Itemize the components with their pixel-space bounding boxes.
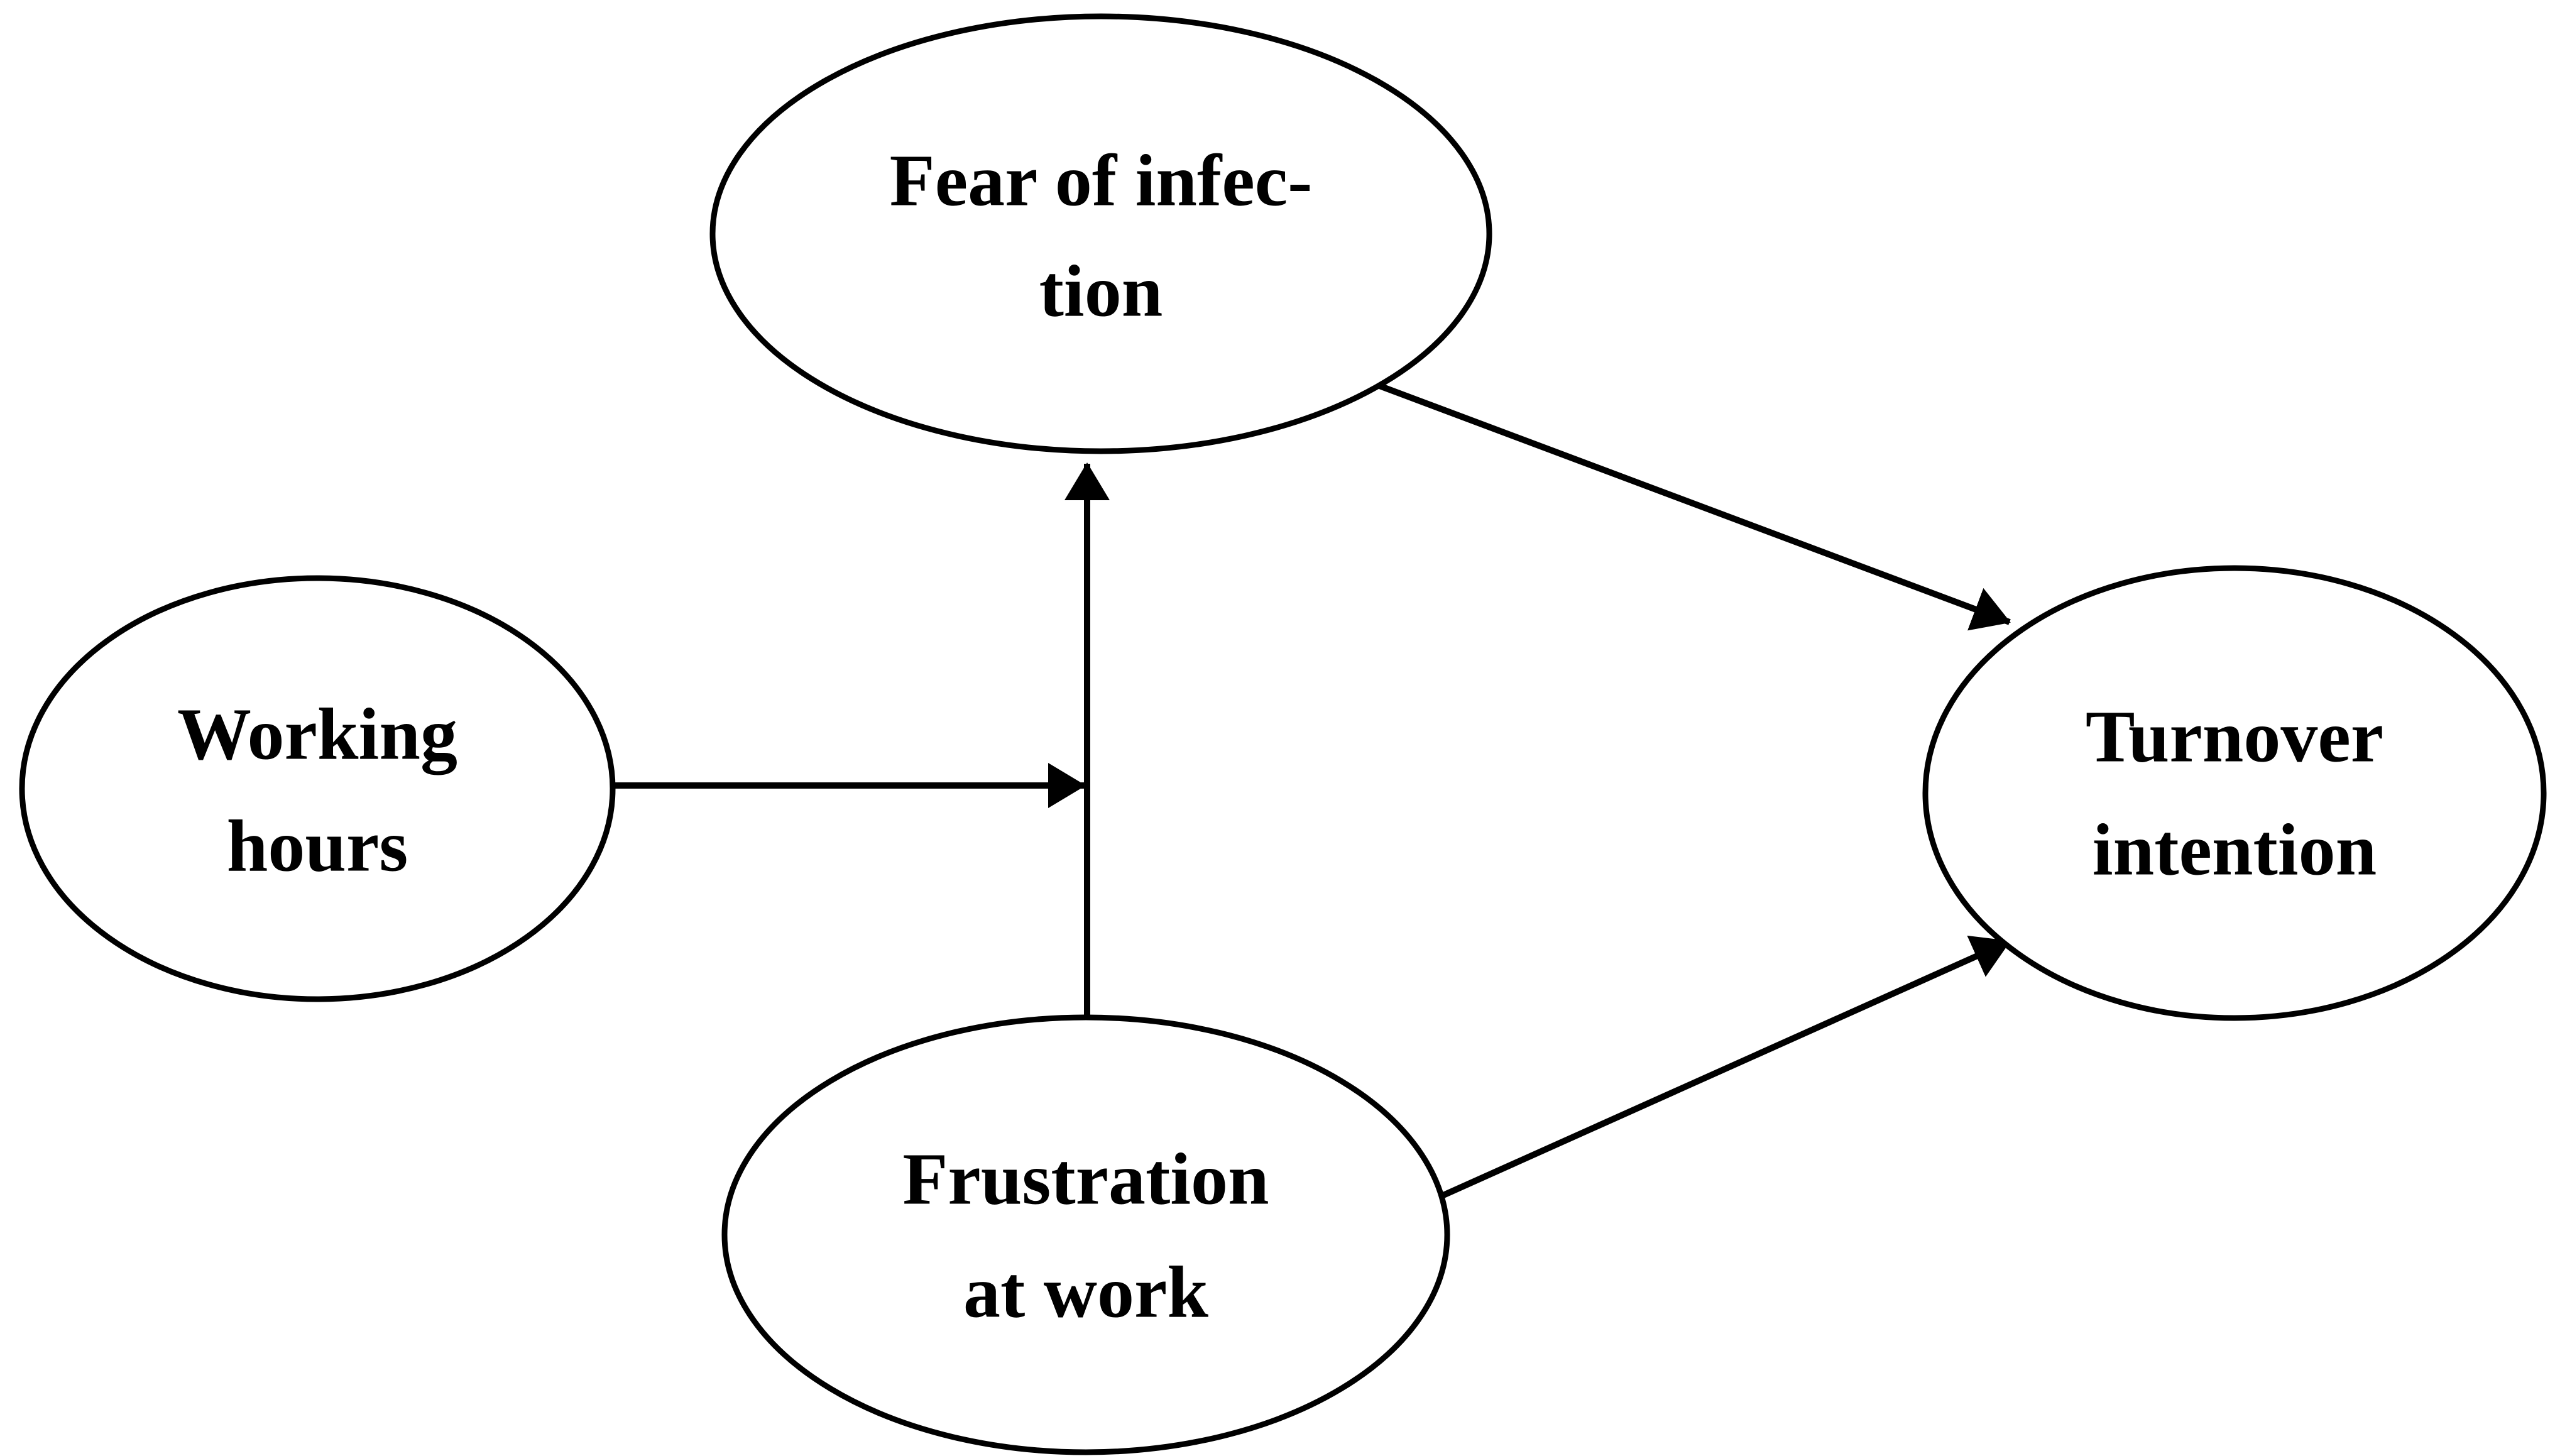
node-label-frustration-at-work-line1: Frustration [902,1138,1269,1220]
node-ellipse-frustration-at-work [721,1014,1450,1455]
edge-fear-of-infection-to-turnover-intention [1355,374,2011,631]
node-label-turnover-intention-line2: intention [2093,809,2377,891]
node-ellipse-fear-of-infection [709,13,1492,454]
node-ellipse-turnover-intention [1922,565,2547,1021]
node-label-fear-of-infection-line1: Fear of infec- [890,140,1313,222]
node-label-working-hours-line1: Working [177,693,457,775]
node-label-fear-of-infection-line2: tion [1039,250,1163,332]
node-label-turnover-intention-line1: Turnover [2086,696,2383,778]
node-label-working-hours-line2: hours [227,805,408,887]
node-label-frustration-at-work-line2: at work [963,1251,1208,1333]
edge-frustration-to-turnover-intention [1436,935,2011,1201]
node-ellipse-working-hours [19,575,616,1002]
